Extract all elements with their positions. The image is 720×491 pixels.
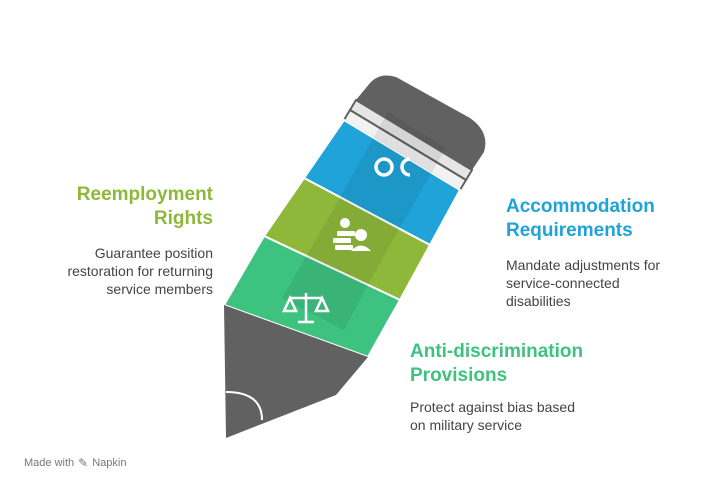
pencil-tip-arc [225, 391, 263, 421]
scales-icon [282, 293, 330, 324]
napkin-brand: Napkin [92, 457, 127, 469]
antidiscrimination-title: Anti-discrimination Provisions [410, 340, 670, 388]
made-with-label: Made with [24, 457, 75, 469]
pencil-face-overlay [282, 112, 446, 330]
reemployment-desc-line: restoration for returning [67, 263, 213, 279]
reemployment-title: Reemployment Rights [40, 183, 213, 231]
accommodation-desc-line: service-connected [506, 275, 620, 291]
reemployment-description: Guarantee position restoration for retur… [40, 244, 213, 298]
reemployment-desc-line: Guarantee position [94, 245, 213, 261]
napkin-logo-icon: ✎ [78, 456, 89, 470]
pencil-tip [224, 305, 368, 438]
toggle-icon [374, 157, 411, 177]
accommodation-title-line: Accommodation [506, 196, 655, 217]
reemployment-title-line: Rights [153, 208, 213, 229]
accommodation-desc-line: Mandate adjustments for [506, 257, 661, 273]
antidiscrimination-desc-line: on military service [410, 417, 523, 433]
made-with-footer: Made with ✎ Napkin [24, 456, 126, 470]
pencil-eraser [356, 75, 486, 170]
accommodation-title: Accommodation Requirements [506, 195, 706, 243]
antidiscrimination-desc-line: Protect against bias based [410, 399, 575, 415]
workers-icon [333, 218, 371, 251]
reemployment-desc-line: service members [106, 281, 213, 297]
accommodation-title-line: Requirements [506, 220, 633, 241]
reemployment-title-line: Reemployment [76, 184, 213, 205]
antidiscrimination-title-line: Provisions [410, 365, 508, 386]
accommodation-desc-line: disabilities [506, 293, 571, 309]
accommodation-description: Mandate adjustments for service-connecte… [506, 256, 706, 310]
antidiscrimination-description: Protect against bias based on military s… [410, 398, 670, 434]
antidiscrimination-title-line: Anti-discrimination [410, 341, 584, 362]
